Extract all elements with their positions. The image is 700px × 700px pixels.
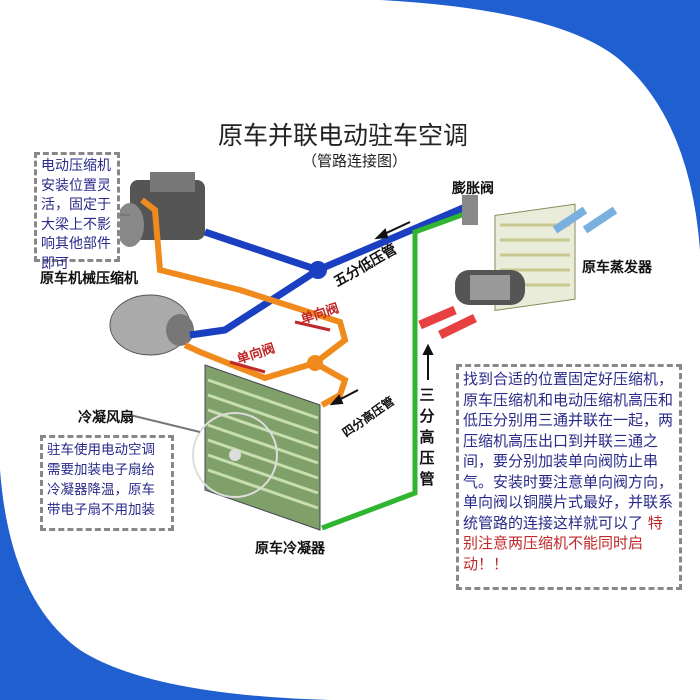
label-evaporator: 原车蒸发器 <box>582 260 652 276</box>
note-warning: 特别注意两压缩机不能同时启动！！ <box>463 513 663 573</box>
label-high-pipe-3: 三分高压管 <box>419 386 435 488</box>
frame-bottom-left <box>0 470 330 700</box>
flow-arrows <box>229 221 434 406</box>
frame-top-right <box>380 0 700 250</box>
note-fan: 驻车使用电动空调需要加装电子扇给冷凝器降温，原车带电子扇不用加装 <box>40 435 174 531</box>
page-subtitle: （管路连接图） <box>302 152 408 170</box>
airflow-arrows <box>418 206 618 340</box>
label-mech-compressor: 原车机械压缩机 <box>40 271 138 287</box>
expansion-valve-graphic <box>462 195 478 225</box>
label-expansion-valve: 膨胀阀 <box>452 181 494 197</box>
blower-graphic <box>455 270 525 305</box>
high-pressure-pipe <box>140 197 349 408</box>
mech-compressor-graphic <box>109 294 194 356</box>
page-title: 原车并联电动驻车空调 <box>218 121 469 150</box>
note-electric-compressor: 电动压缩机安装位置灵活，固定于大梁上不影响其他部件即可 <box>34 152 120 272</box>
electric-compressor-graphic <box>116 172 205 247</box>
pointer-lines <box>120 214 201 433</box>
liquid-pipe <box>321 209 471 531</box>
note-main: 找到合适的位置固定好压缩机，原车压缩机和电动压缩机高压和低压分别用三通并联在一起… <box>456 364 682 590</box>
label-condenser: 原车冷凝器 <box>255 541 325 557</box>
note-main-text: 找到合适的位置固定好压缩机，原车压缩机和电动压缩机高压和低压分别用三通并联在一起… <box>463 370 674 532</box>
condenser-graphic <box>192 364 321 531</box>
label-condenser-fan: 冷凝风扇 <box>78 410 134 426</box>
